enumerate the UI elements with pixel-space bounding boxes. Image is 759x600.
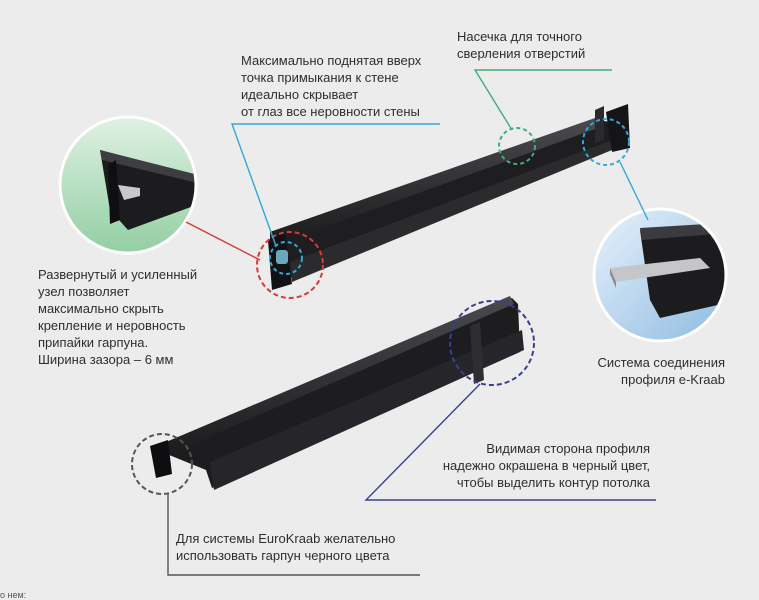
callout-circle-blue-small — [269, 241, 303, 275]
callout-circle-green — [498, 127, 536, 165]
callout-circle-navy — [449, 300, 535, 386]
callout-expanded-node: Развернутый и усиленный узел позволяет м… — [38, 267, 198, 367]
magnifier-green — [58, 115, 198, 255]
callout-circle-blue — [582, 118, 630, 166]
callout-wall-point: Максимально поднятая вверх точка примыка… — [241, 53, 422, 119]
lower-profile — [150, 296, 524, 490]
callout-circle-gray — [131, 433, 193, 495]
callout-visible-side: Видимая сторона профиля надежно окрашена… — [442, 441, 650, 490]
magnifier-blue — [592, 207, 728, 343]
leader-red — [185, 221, 261, 261]
callout-circle-red — [256, 231, 324, 299]
callout-connection-system: Система соединения профиля e-Kraab — [597, 355, 725, 387]
callout-eurokraab: Для системы EuroKraab желательно использ… — [176, 531, 396, 563]
leader-green — [473, 69, 612, 131]
callout-notch: Насечка для точного сверления отверстий — [457, 29, 586, 61]
leader-blue-wall — [231, 123, 440, 247]
leader-gray — [167, 494, 420, 576]
footer-text: о нем: — [0, 590, 27, 600]
leader-blue-conn — [619, 161, 649, 221]
upper-profile — [268, 104, 630, 290]
leader-navy — [364, 383, 656, 501]
